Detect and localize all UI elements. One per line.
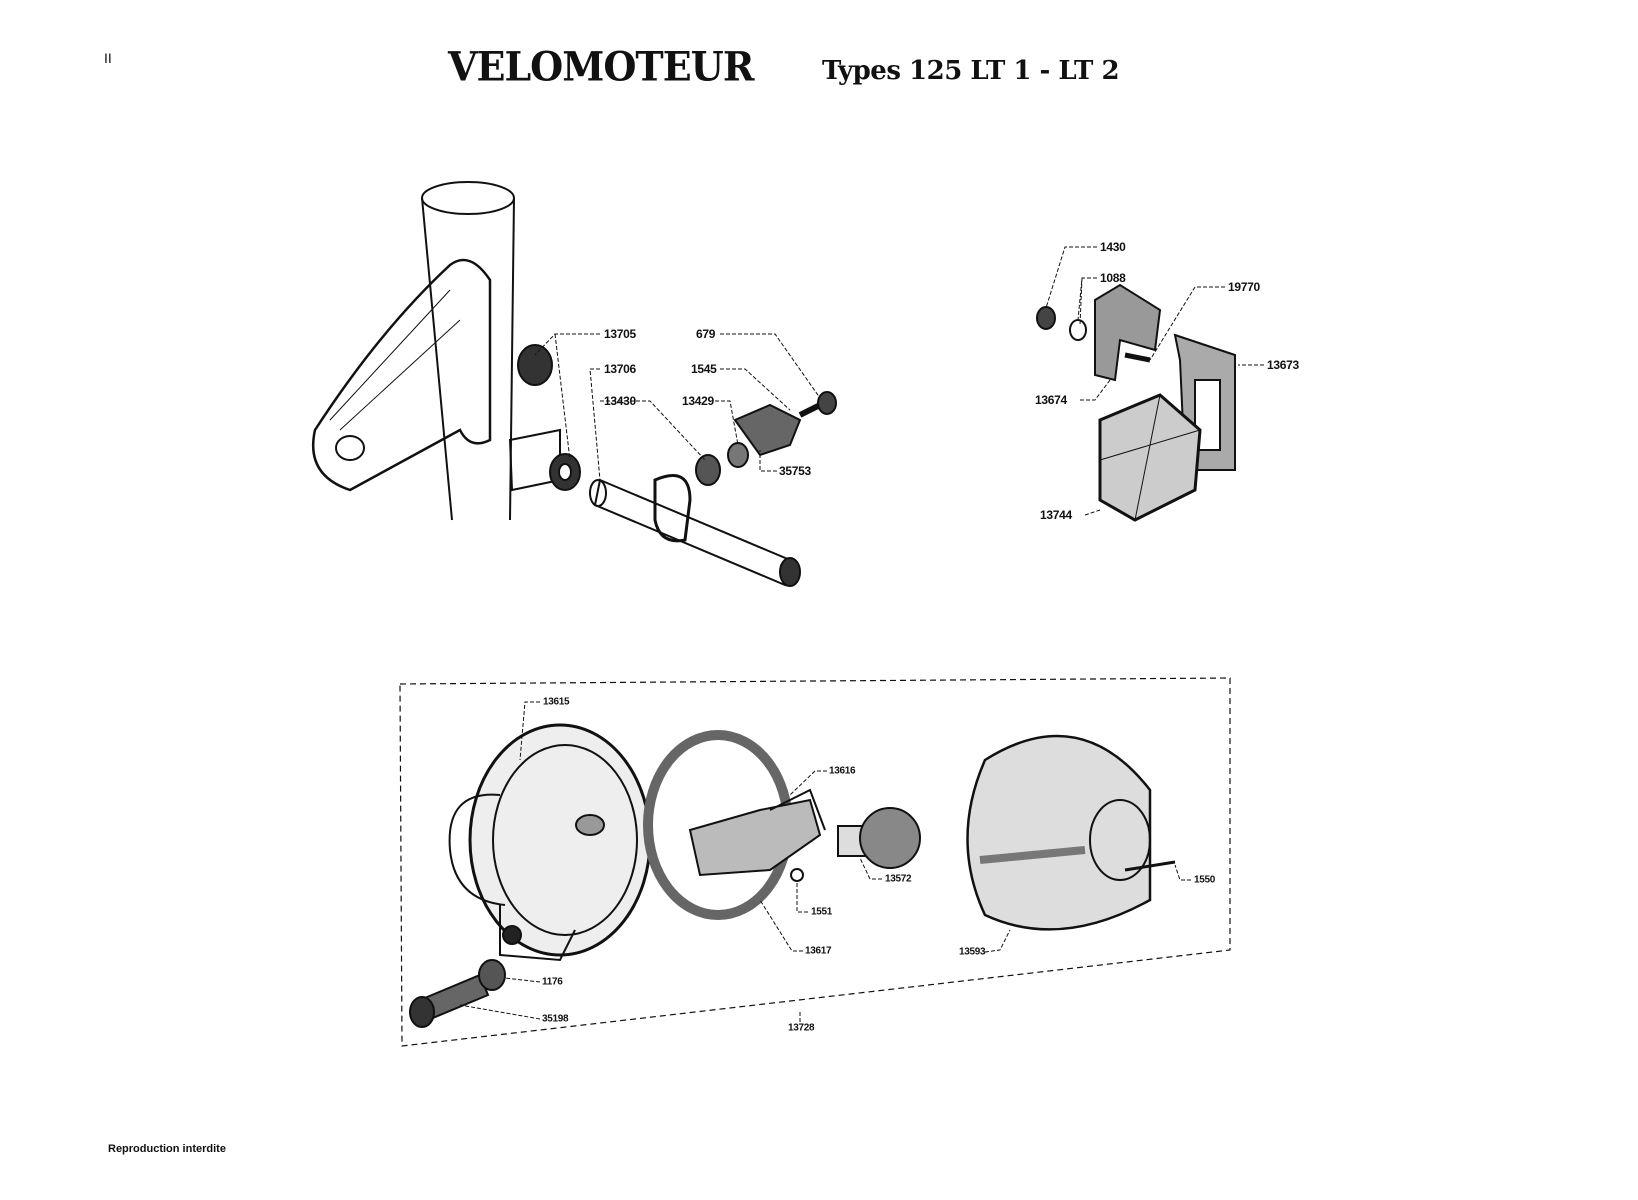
bulb-holder-13616 [688,788,826,882]
lamp-rim-13593 [966,734,1176,931]
part-label-1545: 1545 [691,362,717,376]
bushing-13705 [517,344,581,491]
part-label-35198: 35198 [542,1013,569,1025]
part-label-679: 679 [696,327,716,341]
small-parts-13430-13429 [695,391,837,486]
part-label-13593: 13593 [959,946,986,958]
leader-lines-lower [459,701,1191,1022]
part-label-13617: 13617 [805,945,832,957]
page-number: II [104,50,112,66]
page-title: VELOMOTEUR [448,42,754,91]
part-label-1430: 1430 [1100,240,1126,254]
part-label-19770: 19770 [1228,280,1260,294]
part-label-13673: 13673 [1267,358,1299,372]
part-label-13615: 13615 [543,696,570,708]
footer-notice: Reproduction interdite [108,1143,226,1155]
rear-reflector-drawing [1036,283,1236,522]
axle-13706 [589,474,801,587]
part-label-13430: 13430 [604,394,636,408]
part-label-13728: 13728 [788,1022,815,1034]
part-label-1551: 1551 [811,906,833,918]
headlamp-body-13615 [448,723,652,962]
part-label-13572: 13572 [885,873,912,885]
assembly-13728-boundary [399,677,1231,1047]
part-label-13705: 13705 [604,327,636,341]
part-label-13429: 13429 [682,394,714,408]
part-label-13744: 13744 [1040,508,1072,522]
part-label-1176: 1176 [542,976,563,988]
bulb-13572 [837,807,921,869]
part-label-35753: 35753 [779,464,811,478]
leader-lines-upper-left [534,333,821,481]
leader-lines-upper-right [1045,246,1264,516]
bolt-35198-and-nut-1176 [409,959,506,1028]
part-label-13616: 13616 [829,765,856,777]
frame-head-tube-drawing [311,181,561,521]
page-subtitle: Types 125 LT 1 - LT 2 [822,56,1120,86]
part-label-1088: 1088 [1100,271,1126,285]
part-label-1550: 1550 [1194,874,1216,886]
part-label-13706: 13706 [604,362,636,376]
part-label-13674: 13674 [1035,393,1067,407]
